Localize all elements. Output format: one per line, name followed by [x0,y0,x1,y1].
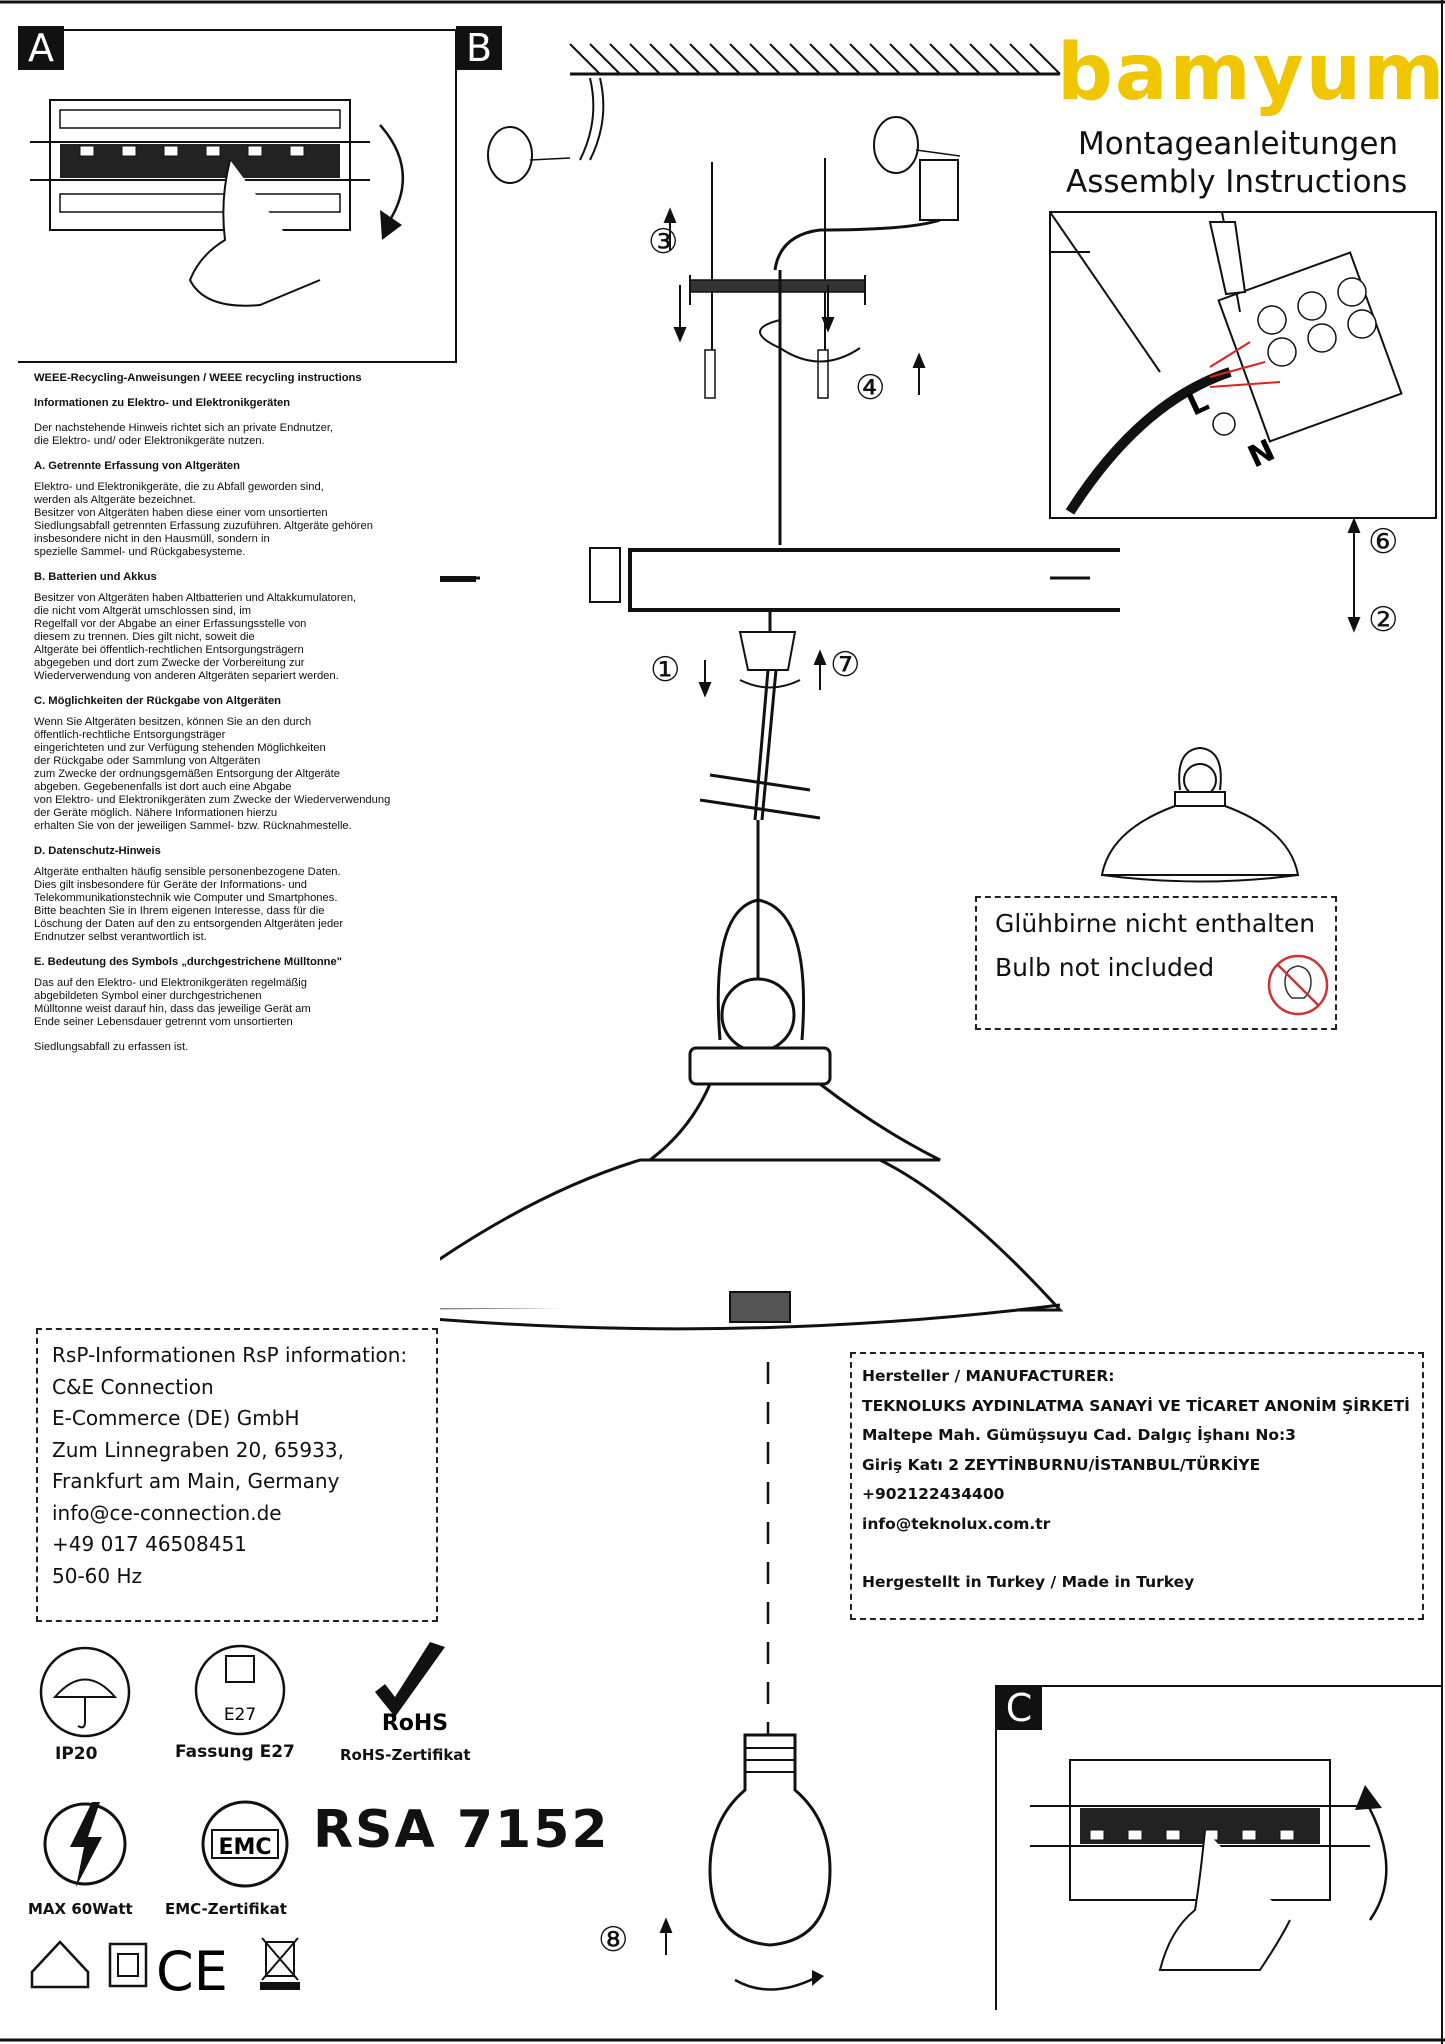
made-in-label: Hergestellt in Turkey / Made in Turkey [862,1573,1195,1591]
manufacturer-box: Hersteller / MANUFACTURER: TEKNOLUKS AYD… [850,1352,1424,1620]
rohs-label: RoHS-Zertifikat [340,1746,471,1764]
step-4-label: ④ [855,368,886,408]
rsp-phone: +49 017 46508451 [52,1532,247,1556]
lightning-icon [43,1802,127,1887]
weee-recycling-instructions: WEEE-Recycling-Anweisungen / WEEE recycl… [34,372,564,1066]
rsp-heading: RsP-Informationen RsP information: [52,1343,408,1367]
weee-section-b-title: B. Batterien und Akkus [34,571,157,583]
weee-section-d-body: Altgeräte enthalten häufig sensible pers… [34,866,344,943]
no-bulb-icon [1267,954,1329,1016]
terminal-wiring-illustration: L N [1050,212,1403,515]
rsp-frequency: 50-60 Hz [52,1563,143,1588]
weee-section-d-title: D. Datenschutz-Hinweis [34,845,161,857]
emc-icon: EMC [201,1800,289,1888]
emc-icon-text: EMC [218,1835,271,1860]
ip-rating-label: IP20 [55,1744,98,1764]
weee-section-e-title: E. Bedeutung des Symbols „durchgestriche… [34,956,343,968]
max-watt-label: MAX 60Watt [28,1900,133,1918]
breaker-off-illustration [30,99,405,307]
certification-icons: E27 RoHS EMC CE [30,1642,448,2002]
class-ii-icon [108,1942,148,1988]
manufacturer-email: info@teknolux.com.tr [862,1514,1051,1533]
rsp-line: Zum Linnegraben 20, 65933, [52,1437,344,1462]
small-lamp-shade-illustration [1100,746,1300,883]
ce-mark-icon: CE [156,1940,228,2002]
manufacturer-heading: Hersteller / MANUFACTURER: [862,1367,1115,1385]
manufacturer-line: Giriş Katı 2 ZEYTİNBURNU/İSTANBUL/TÜRKİY… [862,1455,1261,1474]
bulb-note-german: Glühbirne nicht enthalten [995,909,1316,938]
weee-heading: WEEE-Recycling-Anweisungen / WEEE recycl… [34,372,362,384]
weee-section-a-body: Elektro- und Elektronikgeräte, die zu Ab… [34,481,373,558]
weee-section-a-title: A. Getrennte Erfassung von Altgeräten [34,460,240,472]
lamp-assembly-illustration [440,43,1120,1331]
rsp-line: C&E Connection [52,1374,214,1399]
manufacturer-phone: +902122434400 [862,1485,1005,1503]
step-1-label: ① [650,650,681,690]
rsp-email: info@ce-connection.de [52,1500,282,1525]
rsp-line: Frankfurt am Main, Germany [52,1469,340,1493]
title-german: Montageanleitungen [1078,126,1399,162]
weee-section-c-title: C. Möglichkeiten der Rückgabe von Altger… [34,695,281,707]
rohs-icon-text: RoHS [382,1711,448,1736]
manufacturer-line: Maltepe Mah. Gümüşsuyu Cad. Dalgıç İşhan… [862,1426,1296,1444]
bulb-socket-icon: E27 [194,1644,286,1736]
socket-icon-text: E27 [224,1705,256,1725]
panel-label-b: B [456,26,502,70]
title-english: Assembly Instructions [1066,164,1408,200]
indoor-house-icon [30,1940,90,1989]
weee-section-b-body: Besitzer von Altgeräten haben Altbatteri… [34,592,357,682]
panel-label-c: C [996,1686,1042,1730]
bulb-not-included-note: Glühbirne nicht enthalten Bulb not inclu… [975,896,1337,1030]
model-number: RSA 7152 [313,1800,610,1860]
ground-symbol-icon [1212,412,1236,436]
step-6-label: ⑥ [1368,522,1399,562]
weee-subheading: Informationen zu Elektro- und Elektronik… [34,397,291,409]
rohs-check-icon: RoHS [375,1642,448,1736]
weee-footer: Siedlungsabfall zu erfassen ist. [34,1041,189,1053]
weee-section-c-body: Wenn Sie Altgeräten besitzen, können Sie… [34,716,391,832]
rsp-line: E-Commerce (DE) GmbH [52,1406,300,1430]
manufacturer-line: TEKNOLUKS AYDINLATMA SANAYİ VE TİCARET A… [862,1396,1410,1415]
breaker-on-illustration [1030,1759,1388,1971]
emc-label: EMC-Zertifikat [165,1900,287,1918]
rsp-information-box: RsP-Informationen RsP information: C&E C… [36,1328,438,1622]
weee-intro: Der nachstehende Hinweis richtet sich an… [34,422,334,447]
step-7-label: ⑦ [830,645,861,685]
step-3-label: ③ [648,222,679,262]
crossed-bin-icon [260,1937,300,1990]
step-2-label: ② [1368,600,1399,640]
umbrella-rain-icon [39,1646,131,1738]
brand-logo: bamyum [1057,28,1445,118]
socket-label: Fassung E27 [175,1742,295,1762]
step-8-label: ⑧ [598,1920,629,1960]
bulb-note-english: Bulb not included [995,953,1215,982]
weee-section-e-body: Das auf den Elektro- und Elektronikgerät… [34,977,311,1028]
panel-label-a: A [18,26,64,70]
